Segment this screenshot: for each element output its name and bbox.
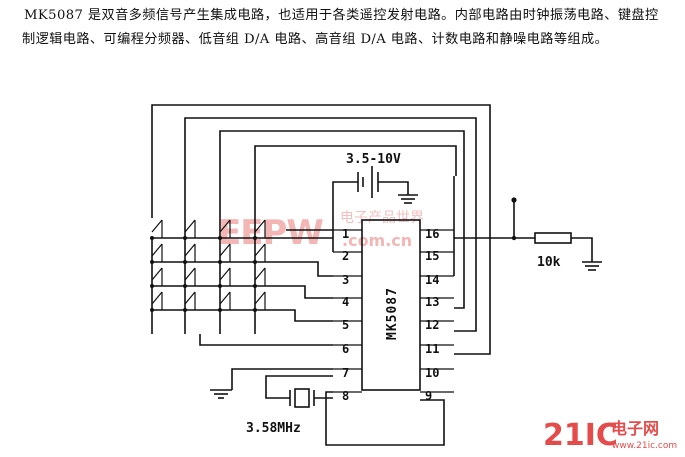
brand-main: 21IC xyxy=(543,418,618,453)
watermark-sub: .com.cn xyxy=(342,231,412,250)
eepw-watermark: EEPW 电子产品世界 .com.cn xyxy=(218,210,424,253)
keypad-column-loops xyxy=(151,104,491,355)
resistor-label: 10k xyxy=(537,255,561,270)
watermark-cn: 电子产品世界 xyxy=(340,210,424,226)
crystal-oscillator: 3.58MHz xyxy=(246,375,333,436)
pin-16: 16 xyxy=(425,227,439,241)
pin-12: 12 xyxy=(425,318,439,332)
pin7-ground xyxy=(210,368,333,399)
output-resistor xyxy=(534,232,572,244)
brand-logo: 21IC 电子网 www.21ic.com xyxy=(543,418,677,453)
keypad-switches xyxy=(150,219,266,312)
output-network: 10k xyxy=(454,197,602,271)
brand-url: www.21ic.com xyxy=(612,441,677,451)
pin-4: 4 xyxy=(342,295,349,309)
pin-2: 2 xyxy=(342,249,349,263)
left-pin-numbers: 1 2 3 4 5 6 7 8 xyxy=(342,227,349,403)
pin-9: 9 xyxy=(425,389,432,403)
pin-1: 1 xyxy=(342,227,349,241)
pin-11: 11 xyxy=(425,342,439,356)
pin6-wire xyxy=(199,334,333,346)
brand-cn: 电子网 xyxy=(611,419,659,438)
pin-10: 10 xyxy=(425,366,439,380)
pin-5: 5 xyxy=(342,318,349,332)
supply-battery: 3.5-10V xyxy=(332,152,418,252)
pin-13: 13 xyxy=(425,295,439,309)
pin-6: 6 xyxy=(342,342,349,356)
chip-name: MK5087 xyxy=(385,287,400,340)
description-text: MK5087 是双音多频信号产生集成电路，也适用于各类遥控发射电路。内部电路由时… xyxy=(22,8,659,47)
right-pin-numbers: 16 15 14 13 12 11 10 9 xyxy=(425,227,439,403)
pin-7: 7 xyxy=(342,366,349,380)
supply-voltage-label: 3.5-10V xyxy=(346,152,401,167)
pin-8: 8 xyxy=(342,389,349,403)
pin-14: 14 xyxy=(425,273,439,287)
crystal-label: 3.58MHz xyxy=(246,421,301,436)
watermark-main: EEPW xyxy=(218,213,323,253)
pin-15: 15 xyxy=(425,249,439,263)
pin9-loop xyxy=(325,391,445,446)
mk5087-chip: MK5087 1 2 3 4 5 6 7 8 16 15 14 13 12 11… xyxy=(333,219,454,403)
pin-3: 3 xyxy=(342,273,349,287)
